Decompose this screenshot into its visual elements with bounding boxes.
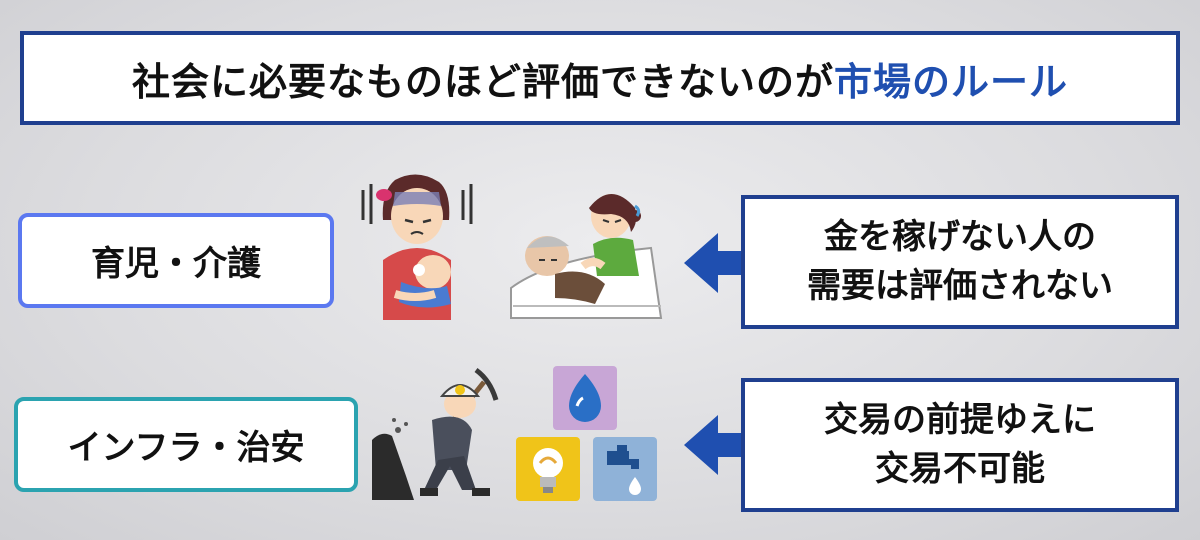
category-infrastructure-label: インフラ・治安 <box>67 428 305 468</box>
light-bulb-icon <box>516 437 580 501</box>
message-infrastructure-line2: 交易不可能 <box>875 449 1045 489</box>
category-care-label: 育児・介護 <box>91 244 261 284</box>
water-faucet-icon <box>593 437 657 501</box>
gas-flame-icon <box>553 366 617 430</box>
message-care-line2: 需要は評価されない <box>807 266 1113 306</box>
caregiver-with-elderly-patient-icon <box>510 194 663 319</box>
message-care: 金を稼げない人の 需要は評価されない <box>741 195 1179 329</box>
title-highlight: 市場のルール <box>834 59 1069 104</box>
miner-with-pickaxe-icon <box>372 367 499 500</box>
message-care-line1: 金を稼げない人の <box>824 216 1096 257</box>
arrow-left-icon <box>684 415 742 475</box>
category-infrastructure: インフラ・治安 <box>14 397 358 492</box>
category-care: 育児・介護 <box>18 213 334 308</box>
title-text: 社会に必要なものほど評価できないのが <box>131 59 834 104</box>
message-infrastructure: 交易の前提ゆえに 交易不可能 <box>741 378 1179 512</box>
tired-mother-with-baby-icon <box>361 174 473 320</box>
message-infrastructure-line1: 交易の前提ゆえに <box>824 399 1096 440</box>
arrow-left-icon <box>684 233 742 293</box>
title-banner: 社会に必要なものほど評価できないのが市場のルール <box>20 31 1180 125</box>
